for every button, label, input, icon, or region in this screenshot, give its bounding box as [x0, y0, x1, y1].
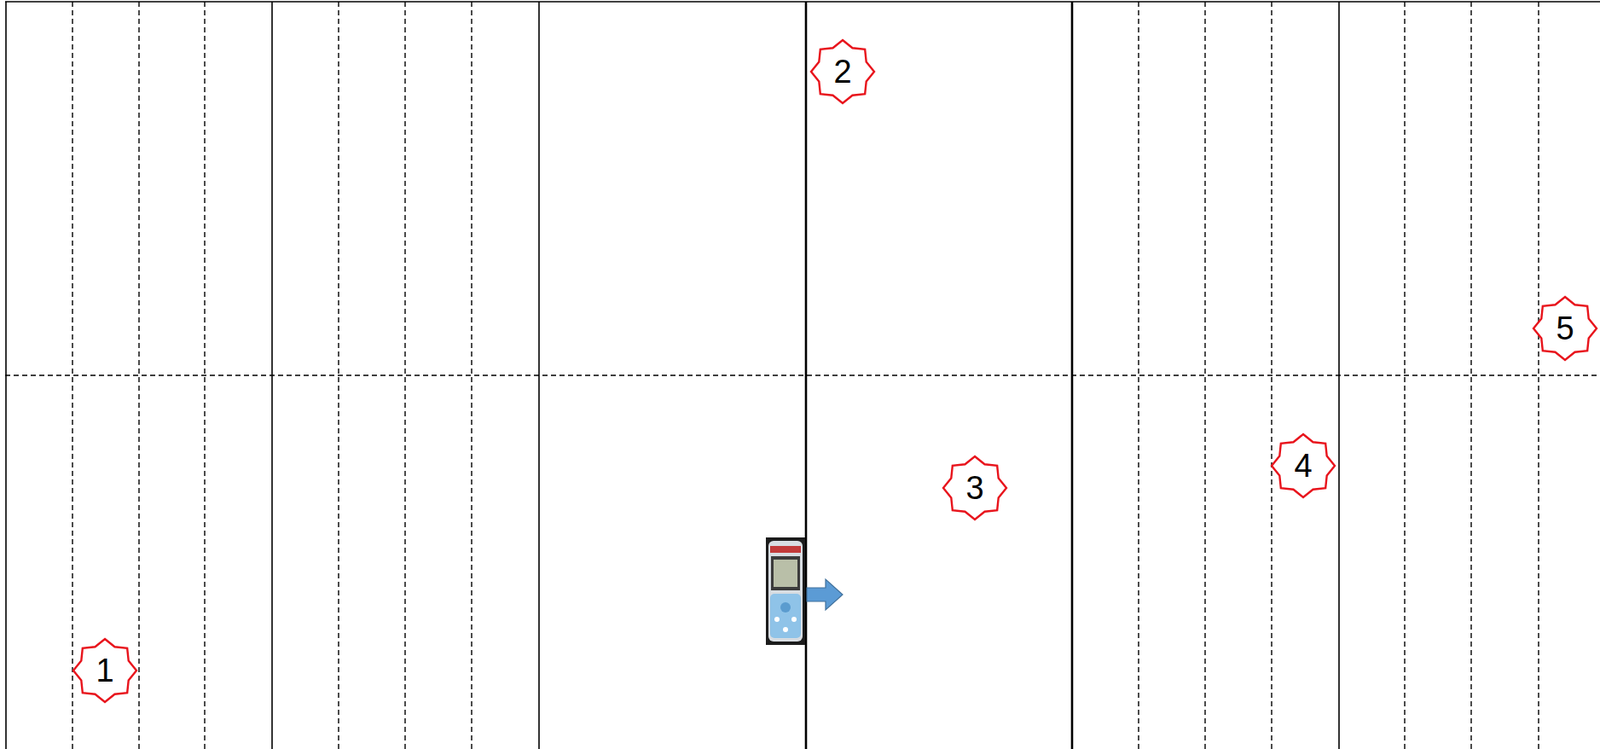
direction-arrow [806, 579, 843, 610]
callout-number: 2 [809, 38, 876, 105]
solid-gridlines [5, 1, 1600, 749]
callout-star: 3 [941, 454, 1009, 522]
handheld-meter [765, 537, 806, 645]
callout-number: 5 [1531, 295, 1599, 362]
dashed-gridlines [5, 1, 1600, 749]
callout-number: 4 [1269, 432, 1337, 499]
callout-star: 4 [1269, 432, 1337, 499]
callout-number: 1 [71, 637, 139, 704]
callout-star: 2 [809, 38, 876, 105]
callout-star: 5 [1531, 295, 1599, 362]
callout-star: 1 [71, 637, 139, 704]
callout-number: 3 [941, 454, 1009, 522]
